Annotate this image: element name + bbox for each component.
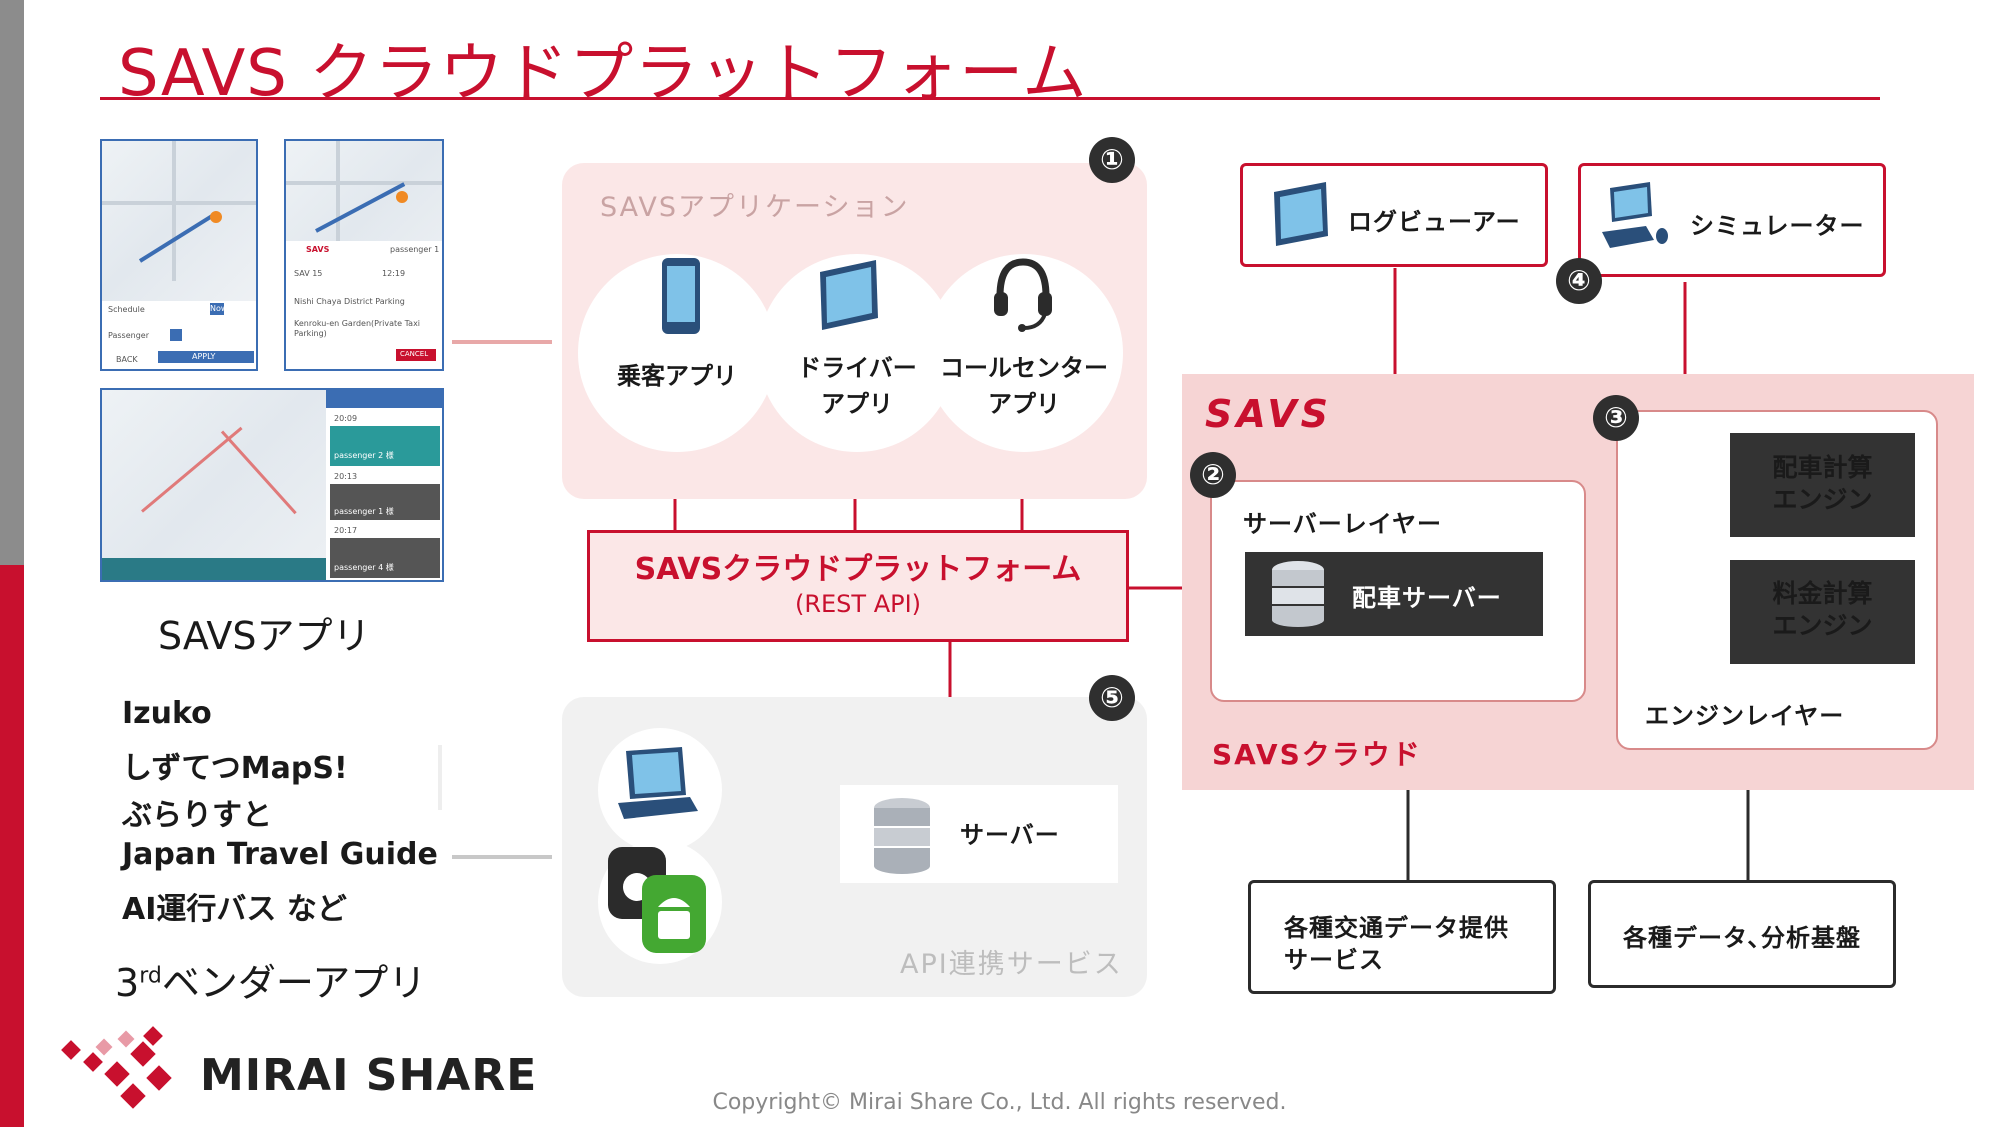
headset-icon [994,258,1052,332]
mirai-share-logo-icon [61,1026,172,1109]
laptop-icon [618,747,698,819]
mobile-os-icons [608,847,706,953]
fare-engine-label-2: エンジン [1772,611,1873,640]
callcenter-app-circle [925,254,1123,452]
number-badge-3: ③ [1593,395,1639,441]
vendor-app-3: Japan Travel Guide [122,837,438,872]
driver-app-label-1: ドライバー [797,354,917,382]
side-bar-grey [0,0,24,565]
vendor-app-1: しずてつMapS! [122,751,348,786]
dispatch-server-icon [1272,561,1324,627]
number-badge-2: ② [1190,452,1236,498]
traffic-data-box [1248,880,1556,994]
analysis-box [1588,880,1896,988]
vendor-app-0: Izuko [122,696,212,731]
smartphone-icon [662,258,700,334]
engine-layer-label: エンジンレイヤー [1645,702,1845,730]
dispatch-server-label: 配車サーバー [1352,584,1502,612]
savs-logo: SAVS [1205,392,1332,436]
server-layer-label: サーバーレイヤー [1243,510,1443,538]
callcenter-app-label-2: アプリ [988,390,1060,418]
log-viewer-label: ログビューアー [1348,208,1521,236]
cloud-platform-subtitle: (REST API) [794,590,922,618]
phone-screen-1: Schedule Now Passenger BACK APPLY [100,139,258,371]
fare-engine-box [1730,560,1915,664]
side-bar-red [0,565,24,1127]
dispatch-engine-label-1: 配車計算 [1772,453,1873,482]
analysis-label: 各種データ､分析基盤 [1623,924,1861,952]
simulator-box [1578,163,1886,277]
cloud-platform-box [587,530,1129,642]
vendor-app-4: AI運行バス など [122,892,347,927]
tablet-screen: 20:09 passenger 2 様 20:13 passenger 1 様 … [100,388,444,582]
api-service-title: API連携サービス [900,949,1123,980]
third-vendor-caption: 3rdベンダーアプリ [115,961,427,1005]
dispatch-engine-label-2: エンジン [1772,485,1873,514]
cloud-platform-title: SAVSクラウドプラットフォーム [634,552,1082,587]
number-badge-5: ⑤ [1089,675,1135,721]
simulator-label: シミュレーター [1690,212,1865,240]
fare-engine-label-1: 料金計算 [1772,579,1873,608]
vendor-app-2: ぶらりすと [122,798,272,833]
callcenter-app-label-1: コールセンター [940,354,1108,382]
copyright: Copyright© Mirai Share Co., Ltd. All rig… [712,1090,1287,1115]
title-rule [100,97,1880,100]
driver-app-label-2: アプリ [821,390,893,418]
dispatch-engine-box [1730,433,1915,537]
savs-cloud-label: SAVSクラウド [1212,738,1422,771]
tablet-icon [820,260,878,330]
phone-screen-2: SAVS passenger 1 SAV 15 12:19 Nishi Chay… [284,139,444,371]
api-server-label: サーバー [960,821,1060,849]
savs-application-title: SAVSアプリケーション [600,192,910,223]
savs-app-caption: SAVSアプリ [158,614,371,658]
traffic-data-label-2: サービス [1284,946,1384,974]
traffic-data-label-1: 各種交通データ提供 [1284,914,1509,942]
number-badge-1: ① [1089,137,1135,183]
server-icon [874,798,930,874]
desktop-computer-icon [1602,182,1668,248]
company-name: MIRAI SHARE [200,1050,538,1101]
number-badge-4: ④ [1556,258,1602,304]
passenger-app-label: 乗客アプリ [617,362,737,390]
monitor-icon [1274,182,1328,246]
